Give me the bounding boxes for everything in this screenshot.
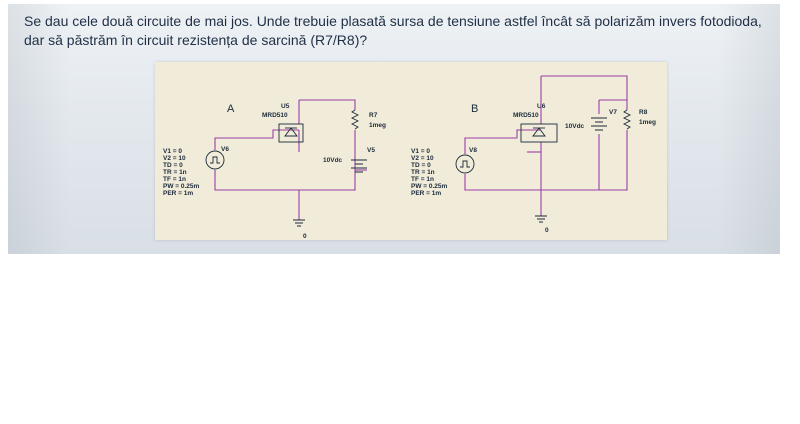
circuit-a-param: PER = 1m bbox=[163, 190, 193, 197]
circuit-a-top-wire bbox=[299, 99, 356, 110]
circuit-a-battery-value: 10Vdc bbox=[323, 157, 343, 164]
circuit-b-param: PW = 0.25m bbox=[411, 183, 448, 190]
circuit-b-resistor-ref: R8 bbox=[639, 109, 648, 116]
circuit-a-param: V2 = 10 bbox=[163, 155, 186, 162]
circuit-b-param: V1 = 0 bbox=[411, 148, 430, 155]
circuit-b-resistor bbox=[622, 109, 632, 130]
circuit-a-param: V1 = 0 bbox=[163, 148, 182, 155]
circuit-b-param: V2 = 10 bbox=[411, 155, 434, 162]
circuit-b-bottom-wire bbox=[464, 130, 628, 191]
circuit-a-battery bbox=[351, 159, 367, 173]
circuit-a-param: TD = 0 bbox=[163, 162, 183, 169]
circuit-a-label: A bbox=[227, 103, 235, 115]
circuit-b-param: TF = 1n bbox=[411, 176, 434, 183]
circuit-a-param: TR = 1n bbox=[163, 169, 187, 176]
circuit-b-resistor-value: 1meg bbox=[639, 119, 656, 126]
circuit-b-pulse-source bbox=[455, 154, 475, 174]
circuit-b-ground-label: 0 bbox=[545, 227, 549, 234]
circuit-b-battery bbox=[591, 117, 607, 131]
circuit-a-resistor bbox=[350, 109, 360, 130]
question-text: Se dau cele două circuite de mai jos. Un… bbox=[24, 12, 780, 50]
circuit-a-diode-part: MRD510 bbox=[262, 112, 288, 119]
circuit-b-param: PER = 1m bbox=[411, 190, 441, 197]
schematic-svg: A U5 MRD510 R7 1meg V5 10Vdc bbox=[163, 75, 656, 240]
circuit-b-battery-ref: V7 bbox=[609, 109, 617, 116]
circuit-b-top-wire bbox=[541, 75, 628, 110]
question-line-2: dar să păstrăm în circuit rezistența de … bbox=[24, 32, 368, 48]
circuit-b-battery-value: 10Vdc bbox=[565, 123, 585, 130]
circuit-a-pulse-source bbox=[205, 150, 225, 170]
circuit-a-param: PW = 0.25m bbox=[163, 183, 200, 190]
circuit-a-pulse-ref: V6 bbox=[221, 146, 229, 153]
schematic-sheet: A U5 MRD510 R7 1meg V5 10Vdc bbox=[155, 62, 667, 240]
circuit-b-diode-part: MRD510 bbox=[513, 112, 539, 119]
circuit-a-ground-icon bbox=[293, 219, 305, 227]
circuit-b-params: V1 = 0 V2 = 10 TD = 0 TR = 1n TF = 1n PW… bbox=[411, 148, 448, 197]
circuit-a: A U5 MRD510 R7 1meg V5 10Vdc bbox=[163, 99, 386, 240]
circuit-a-battery-ref: V5 bbox=[367, 147, 375, 154]
question-line-1: Se dau cele două circuite de mai jos. Un… bbox=[24, 13, 762, 29]
circuit-a-diode-ref: U5 bbox=[281, 103, 290, 110]
circuit-b-param: TD = 0 bbox=[411, 162, 431, 169]
circuit-b-param: TR = 1n bbox=[411, 169, 435, 176]
circuit-b: B U6 MRD510 V7 10Vdc R8 bbox=[411, 75, 656, 234]
circuit-a-photodiode bbox=[278, 123, 304, 143]
circuit-a-ground-label: 0 bbox=[303, 233, 307, 240]
circuit-b-photodiode bbox=[520, 123, 558, 143]
circuit-a-param: TF = 1n bbox=[163, 176, 186, 183]
circuit-b-ground-icon bbox=[535, 215, 547, 223]
circuit-a-resistor-value: 1meg bbox=[369, 122, 386, 129]
circuit-b-pulse-ref: V8 bbox=[469, 147, 477, 154]
circuit-a-params: V1 = 0 V2 = 10 TD = 0 TR = 1n TF = 1n PW… bbox=[163, 148, 200, 197]
circuit-b-label: B bbox=[471, 103, 478, 115]
circuit-a-resistor-ref: R7 bbox=[369, 112, 378, 119]
